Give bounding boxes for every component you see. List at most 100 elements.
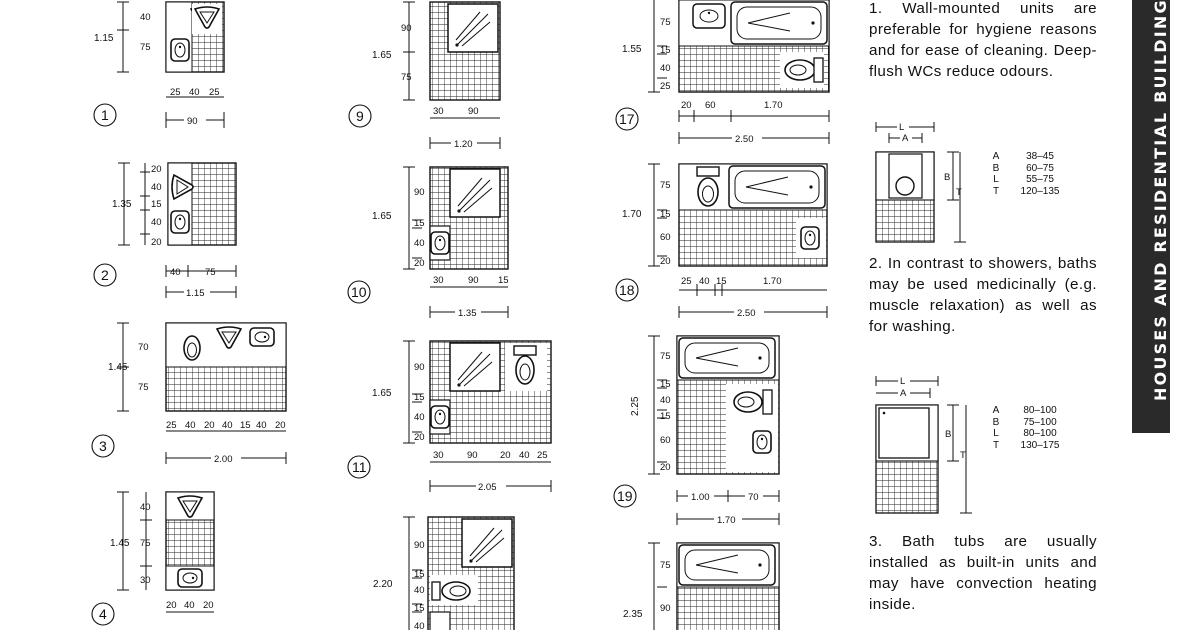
fig9-t1: 90 [468, 106, 479, 117]
figure-3: 1.45 70 75 25 40 20 40 15 40 20 2.00 3 [91, 322, 287, 465]
fig11-v2: 40 [414, 412, 425, 423]
fig10-width: 1.35 [458, 308, 477, 319]
table-value: 55–75 [1026, 174, 1054, 185]
fig17-v1: 15 [660, 45, 671, 56]
fig11-v1: 15 [414, 392, 425, 403]
fig9-height: 1.65 [372, 50, 392, 61]
fig17-t2: 1.70 [764, 100, 783, 111]
fig4-height: 1.45 [110, 538, 130, 549]
fig9-v0: 90 [401, 23, 412, 34]
figure-11: 1.65 90 15 40 20 30 90 20 40 25 2.05 11 [347, 340, 552, 493]
fig3-t2: 20 [204, 420, 215, 431]
fig1-t2: 25 [209, 87, 220, 98]
shower-diagram-t: T [960, 450, 966, 461]
fig18-t1: 40 [699, 276, 710, 287]
fig17-v0: 75 [660, 17, 671, 28]
fig12-v3: 15 [414, 603, 425, 614]
table-key: B [992, 162, 1000, 174]
figure-number-11: 11 [352, 459, 367, 475]
fig12-v4: 40 [414, 621, 425, 630]
fig11-t0: 30 [433, 450, 444, 461]
fig18-v0: 75 [660, 180, 671, 191]
figure-18: 1.70 75 15 60 20 25 40 15 1.70 2.50 18 [615, 163, 828, 319]
wc-dimension-diagram: L A B T [875, 121, 966, 243]
fig10-t1: 90 [468, 275, 479, 286]
fig19-width: 1.70 [717, 515, 736, 526]
figure-number-4: 4 [99, 606, 107, 622]
fig19-t0: 1.00 [691, 492, 710, 503]
wc-diagram-a: A [902, 133, 909, 144]
chapter-tab-title: HOUSES AND RESIDENTIAL BUILDING [1151, 0, 1170, 401]
fig10-v3: 20 [414, 258, 425, 269]
fig1-v0: 40 [140, 12, 151, 23]
fig19-v1: 15 [660, 379, 671, 390]
fig12-height: 2.20 [373, 579, 393, 590]
fig18-t2: 15 [716, 276, 727, 287]
fig19-v3: 15 [660, 411, 671, 422]
table-value: 80–100 [1023, 428, 1057, 439]
fig2-width: 1.15 [186, 288, 205, 299]
fig3-v1: 75 [138, 382, 149, 393]
chapter-tab [1132, 0, 1170, 433]
fig17-t1: 60 [705, 100, 716, 111]
fig2-v4: 20 [151, 237, 162, 248]
shower-dimension-diagram: L A B T [875, 375, 972, 514]
table-value: 120–135 [1020, 185, 1060, 197]
fig19-t1: 70 [748, 492, 759, 503]
washbasin-icon [170, 38, 190, 62]
fig4-t2: 20 [203, 600, 214, 611]
shower-diagram-b: B [945, 429, 951, 440]
fig11-t1: 90 [467, 450, 478, 461]
fig2-v1: 40 [151, 182, 162, 193]
fig17-width: 2.50 [735, 134, 754, 145]
fig9-v1: 75 [401, 72, 412, 83]
fig18-t0: 25 [681, 276, 692, 287]
table-key: A [992, 405, 1000, 416]
figure-number-9: 9 [356, 108, 364, 124]
fig2-v3: 40 [151, 217, 162, 228]
table-value: 75–100 [1023, 416, 1057, 428]
fig11-width: 2.05 [478, 482, 497, 493]
fig3-t5: 40 [256, 420, 267, 431]
fig1-width: 90 [187, 116, 198, 127]
fig20-v0: 75 [660, 560, 671, 571]
fig11-t4: 25 [537, 450, 548, 461]
table-key: L [993, 174, 999, 185]
fig3-t0: 25 [166, 420, 177, 431]
fig19-v2: 40 [660, 395, 671, 406]
fig3-t3: 40 [222, 420, 233, 431]
figure-19: 2.25 75 15 40 15 60 20 1.00 70 1.70 19 [613, 335, 780, 526]
figure-number-1: 1 [101, 107, 109, 123]
figure-number-19: 19 [617, 488, 633, 504]
fig10-height: 1.65 [372, 211, 392, 222]
fig10-v1: 15 [414, 218, 425, 229]
figure-4: 1.45 40 75 30 20 40 20 4 [91, 491, 215, 626]
fig9-width: 1.20 [454, 139, 473, 150]
fig12-v0: 90 [414, 540, 425, 551]
fig3-t6: 20 [275, 420, 286, 431]
fig2-v2: 15 [151, 199, 162, 210]
fig4-t0: 20 [166, 600, 177, 611]
table-key: T [992, 185, 1000, 197]
fig19-v4: 60 [660, 435, 671, 446]
fig10-v2: 40 [414, 238, 425, 249]
table-value: 80–100 [1023, 405, 1057, 416]
fig20-height: 2.35 [623, 609, 643, 620]
fig1-v1: 75 [140, 42, 151, 53]
shower-diagram-a: A [900, 388, 907, 399]
fig10-t2: 15 [498, 275, 509, 286]
table-value: 130–175 [1020, 439, 1060, 451]
fig1-t1: 40 [189, 87, 200, 98]
fig2-t0: 40 [170, 267, 181, 278]
fig11-t3: 40 [519, 450, 530, 461]
figure-20: 2.35 75 90 [623, 542, 780, 630]
table-key: B [992, 416, 1000, 428]
figure-number-2: 2 [101, 267, 109, 283]
fig11-height: 1.65 [372, 388, 392, 399]
fig11-v3: 20 [414, 432, 425, 443]
